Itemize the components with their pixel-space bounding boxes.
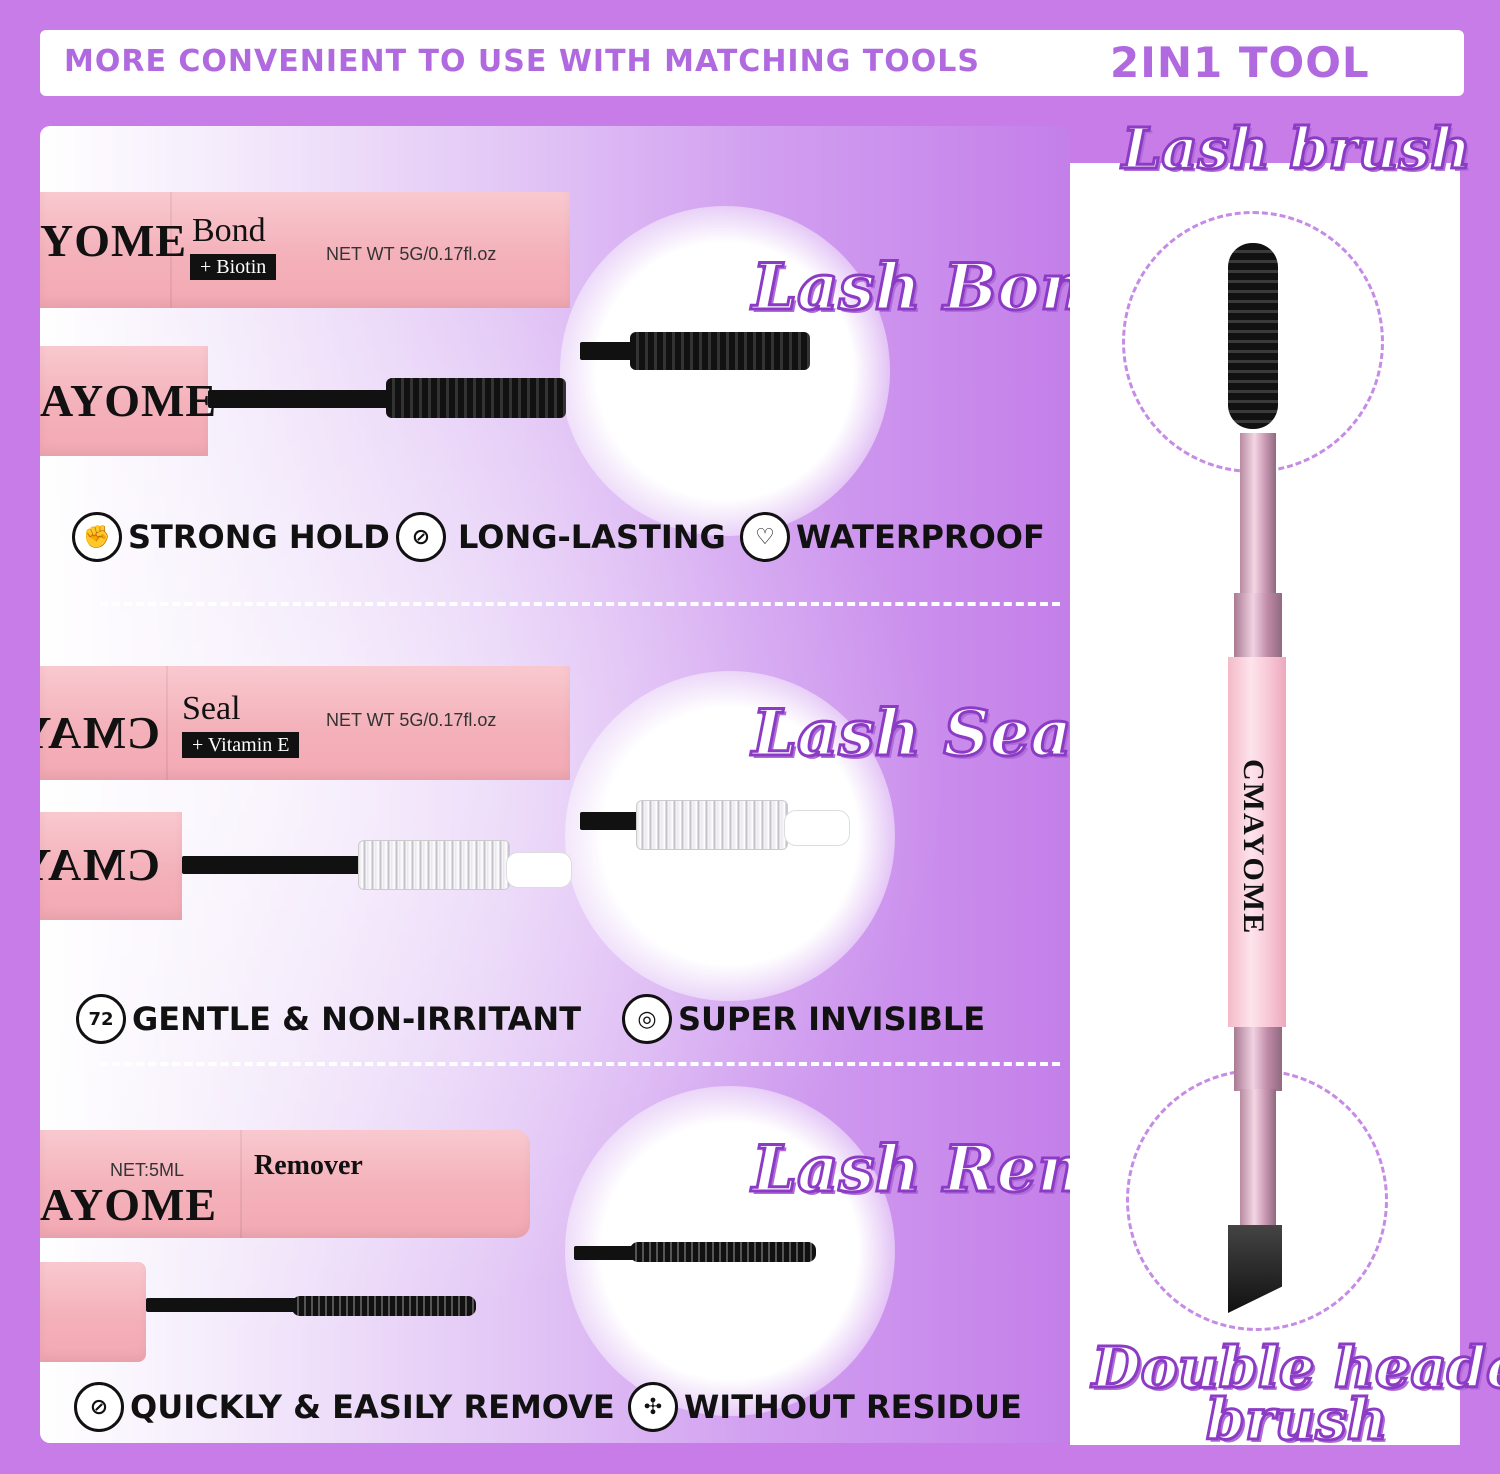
header-banner: MORE CONVENIENT TO USE WITH MATCHING TOO… [40, 30, 1464, 96]
bond-cap-tube [40, 192, 570, 308]
bond-bottle [40, 346, 208, 456]
feature-quick-remove: ⊘ QUICKLY & EASILY REMOVE [74, 1382, 615, 1432]
seal-cap-tube [40, 666, 570, 780]
feature-label: QUICKLY & EASILY REMOVE [130, 1388, 615, 1426]
no-leaf-icon: ⊘ [396, 512, 446, 562]
seal-bottle [40, 812, 182, 920]
feature-invisible: ◎ SUPER INVISIBLE [622, 994, 985, 1044]
seal-script-title: Lash Seal [750, 695, 1070, 773]
bond-tag: + Biotin [190, 254, 277, 280]
seal-brand-top: CMAY [40, 707, 160, 758]
bond-glow [560, 206, 890, 536]
feature-label: SUPER INVISIBLE [678, 1000, 986, 1038]
feature-label: WITHOUT RESIDUE [684, 1388, 1022, 1426]
section-divider [100, 1062, 1060, 1066]
feature-label: STRONG HOLD [128, 518, 390, 556]
tool-brand: CMAYOME [1237, 759, 1270, 936]
tool-handle [1228, 657, 1286, 1027]
products-panel: YOME Bond + Biotin NET WT 5G/0.17fl.oz A… [40, 126, 1070, 1443]
bottom-ferrule [1234, 1027, 1282, 1091]
remover-bottle [40, 1262, 146, 1362]
72-hour-icon: 72 [76, 994, 126, 1044]
heart-check-icon: ♡ [740, 512, 790, 562]
seal-tip [506, 852, 572, 888]
bottom-ferrule-long [1240, 1089, 1276, 1225]
double-headed-label-1: Double headed [1091, 1334, 1500, 1403]
feature-long-lasting: ⊘ LONG-LASTING [396, 512, 726, 562]
bond-product-name: Bond [192, 212, 266, 249]
remover-brand: AYOME [40, 1179, 218, 1230]
top-ferrule-neck [1234, 593, 1282, 657]
bond-wand-zoom [580, 342, 640, 360]
seal-net-weight: NET WT 5G/0.17fl.oz [326, 710, 497, 730]
bond-script-title: Lash Bond [750, 249, 1070, 327]
fist-icon: ✊ [72, 512, 122, 562]
double-headed-label-2: brush [1205, 1386, 1390, 1455]
seal-wand [182, 856, 372, 874]
section-divider [100, 602, 1060, 606]
seal-product-name: Seal [182, 690, 241, 727]
remover-wand [146, 1298, 296, 1312]
no-bottle-icon: ⊘ [74, 1382, 124, 1432]
seal-bristle-zoom [636, 800, 788, 850]
remover-spring [292, 1296, 476, 1316]
remove-icon: ✣ [628, 1382, 678, 1432]
invisible-icon: ◎ [622, 994, 672, 1044]
remover-wand-zoom [574, 1246, 634, 1260]
feature-label: WATERPROOF [796, 518, 1045, 556]
remover-script-title: Lash Remover [750, 1131, 1070, 1209]
feature-no-residue: ✣ WITHOUT RESIDUE [628, 1382, 1022, 1432]
spoolie-head [1228, 243, 1278, 429]
bond-brand-bottom: AYOME [40, 375, 218, 426]
bond-brand-top: YOME [40, 215, 188, 266]
feature-gentle: 72 GENTLE & NON-IRRITANT [76, 994, 581, 1044]
remover-spring-zoom [630, 1242, 816, 1262]
bond-bristle-zoom [630, 332, 810, 370]
bond-net-weight: NET WT 5G/0.17fl.oz [326, 244, 497, 264]
remover-net: NET:5ML [110, 1160, 185, 1180]
tool-panel: CMAYOME Double headed brush [1070, 163, 1500, 1455]
seal-tip-zoom [784, 810, 850, 846]
feature-strong-hold: ✊ STRONG HOLD [72, 512, 390, 562]
feature-waterproof: ♡ WATERPROOF [740, 512, 1045, 562]
header-badge: 2IN1 TOOL [1110, 38, 1370, 87]
feature-label: LONG-LASTING [458, 518, 726, 556]
seal-tag: + Vitamin E [182, 732, 300, 758]
remover-product-name: Remover [254, 1150, 363, 1181]
bond-bristle [386, 378, 566, 418]
bond-wand [208, 390, 398, 408]
seal-brand-bottom: CMAY [40, 839, 160, 890]
seal-wand-zoom [580, 812, 640, 830]
seal-bristle [358, 840, 510, 890]
lash-brush-label: Lash brush [1120, 115, 1472, 184]
header-title: MORE CONVENIENT TO USE WITH MATCHING TOO… [64, 44, 980, 79]
feature-label: GENTLE & NON-IRRITANT [132, 1000, 582, 1038]
remover-tube [40, 1130, 530, 1238]
